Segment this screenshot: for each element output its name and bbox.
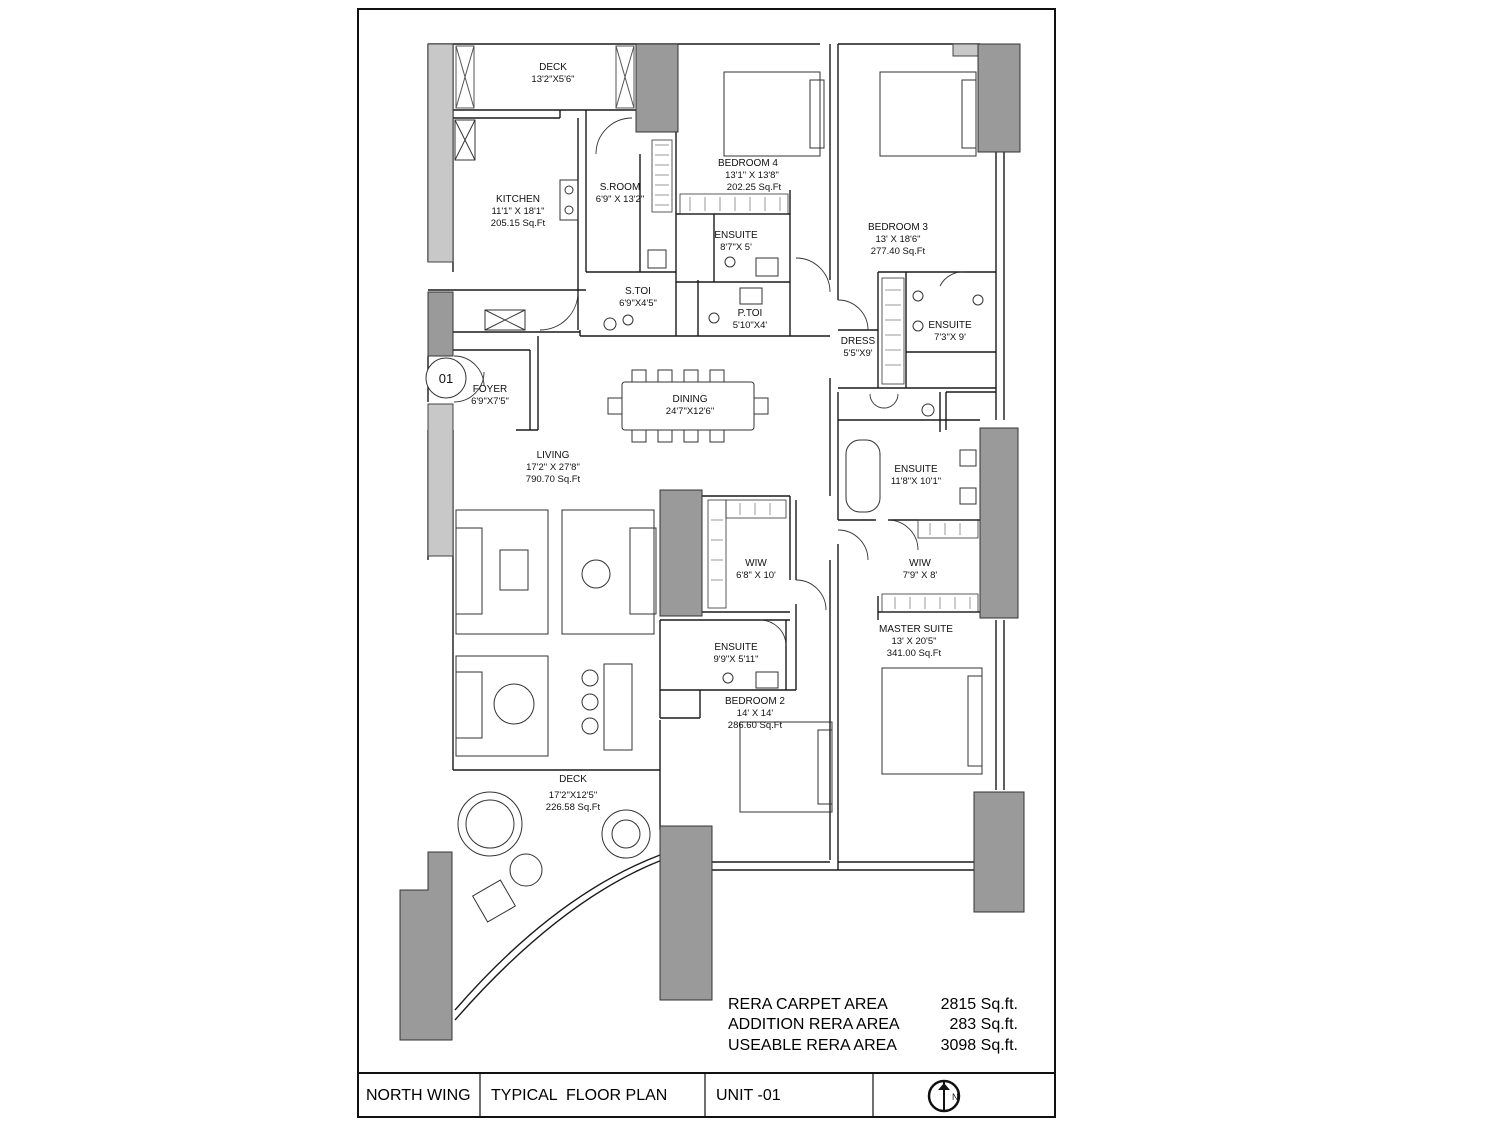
- room-deck-top-name: DECK: [539, 62, 567, 73]
- room-deck-bottom-area: 226.58 Sq.Ft: [546, 802, 601, 813]
- room-deck-bottom-name: DECK: [559, 774, 587, 785]
- north-arrow-icon: N: [927, 1079, 961, 1113]
- room-ensuite-master-dim: 11'8"X 10'1": [891, 476, 941, 487]
- structural-columns: [399, 43, 1025, 1041]
- room-ptoi-dim: 5'10"X4': [733, 320, 768, 331]
- beds: [723, 71, 983, 813]
- bed-master: [881, 667, 983, 775]
- room-deck-bottom-dim: 17'2"X12'5": [549, 790, 597, 801]
- room-wiw-b2-name: WIW: [745, 558, 767, 569]
- walls: [427, 43, 1005, 1021]
- unit-marker: 01: [425, 357, 467, 399]
- room-sroom-name: S.ROOM: [600, 182, 641, 193]
- room-deck-top-dim: 13'2"X5'6": [531, 74, 574, 85]
- room-ensuite-b2-dim: 9'9"X 5'11": [713, 654, 758, 665]
- glazing: [427, 43, 979, 557]
- room-dining-name: DINING: [673, 394, 708, 405]
- room-living-name: LIVING: [537, 450, 570, 461]
- room-bedroom2-name: BEDROOM 2: [725, 696, 785, 707]
- room-dining-dim: 24'7"X12'6": [666, 406, 714, 417]
- room-master-area: 341.00 Sq.Ft: [887, 648, 942, 659]
- area-value-addition: 283 Sq.ft.: [949, 1016, 1019, 1033]
- room-ensuite-b4-dim: 8'7"X 5': [720, 242, 752, 253]
- deck-railing: [455, 45, 635, 109]
- room-ensuite-master-name: ENSUITE: [894, 464, 938, 475]
- title-unit: UNIT -01: [716, 1087, 781, 1104]
- room-bedroom2-dim: 14' X 14': [737, 708, 774, 719]
- room-kitchen-name: KITCHEN: [496, 194, 540, 205]
- dining-table: [607, 369, 769, 443]
- title-wing: NORTH WING: [366, 1087, 471, 1104]
- room-bedroom4-dim: 13'1" X 13'8": [725, 170, 779, 181]
- area-label-addition: ADDITION RERA AREA: [728, 1016, 900, 1033]
- area-label-carpet: RERA CARPET AREA: [728, 996, 888, 1013]
- room-stoi-name: S.TOI: [625, 286, 651, 297]
- room-bedroom3-area: 277.40 Sq.Ft: [871, 246, 926, 257]
- room-dress-name: DRESS: [841, 336, 876, 347]
- room-ptoi-name: P.TOI: [738, 308, 763, 319]
- room-wiw-master-name: WIW: [909, 558, 931, 569]
- room-foyer-dim: 6'9"X7'5": [471, 396, 509, 407]
- living-furniture: [455, 509, 657, 757]
- room-ensuite-b2-name: ENSUITE: [714, 642, 758, 653]
- room-sroom-dim: 6'9" X 13'2": [596, 194, 644, 205]
- room-bedroom4-name: BEDROOM 4: [718, 158, 778, 169]
- room-living-dim: 17'2" X 27'8": [526, 462, 580, 473]
- wardrobes: [651, 139, 979, 613]
- room-ensuite-b3-name: ENSUITE: [928, 320, 972, 331]
- room-labels: DECK 13'2"X5'6" KITCHEN 11'1" X 18'1" 20…: [471, 62, 972, 813]
- bathroom-fixtures: [603, 249, 984, 689]
- room-dress-dim: 5'5"X9': [843, 348, 872, 359]
- unit-number: 01: [439, 371, 453, 386]
- wardrobe-hatching: [655, 144, 971, 609]
- area-label-useable: USEABLE RERA AREA: [728, 1037, 897, 1054]
- area-value-carpet: 2815 Sq.ft.: [940, 996, 1018, 1013]
- deck-furniture: [457, 791, 651, 923]
- doors: [453, 117, 967, 647]
- room-stoi-dim: 6'9"X4'5": [619, 298, 657, 309]
- room-foyer-name: FOYER: [473, 384, 507, 395]
- room-bedroom2-area: 286.60 Sq.Ft: [728, 720, 783, 731]
- bed-bedroom4: [723, 71, 821, 157]
- room-living-area: 790.70 Sq.Ft: [526, 474, 581, 485]
- room-master-name: MASTER SUITE: [879, 624, 953, 635]
- room-wiw-master-dim: 7'9" X 8': [903, 570, 938, 581]
- room-wiw-b2-dim: 6'8" X 10': [736, 570, 776, 581]
- room-ensuite-b3-dim: 7'3"X 9': [934, 332, 966, 343]
- room-master-dim: 13' X 20'5": [891, 636, 936, 647]
- room-kitchen-area: 205.15 Sq.Ft: [491, 218, 546, 229]
- room-bedroom4-area: 202.25 Sq.Ft: [727, 182, 782, 193]
- room-bedroom3-name: BEDROOM 3: [868, 222, 928, 233]
- north-label: N: [952, 1092, 959, 1102]
- room-ensuite-b4-name: ENSUITE: [714, 230, 758, 241]
- room-kitchen-dim: 11'1" X 18'1": [492, 206, 545, 217]
- kitchen-counters: [454, 119, 579, 331]
- room-bedroom3-dim: 13' X 18'6": [875, 234, 920, 245]
- title-plan: TYPICAL FLOOR PLAN: [491, 1087, 668, 1104]
- sheet-border: [357, 8, 1056, 1118]
- area-value-useable: 3098 Sq.ft.: [940, 1037, 1018, 1054]
